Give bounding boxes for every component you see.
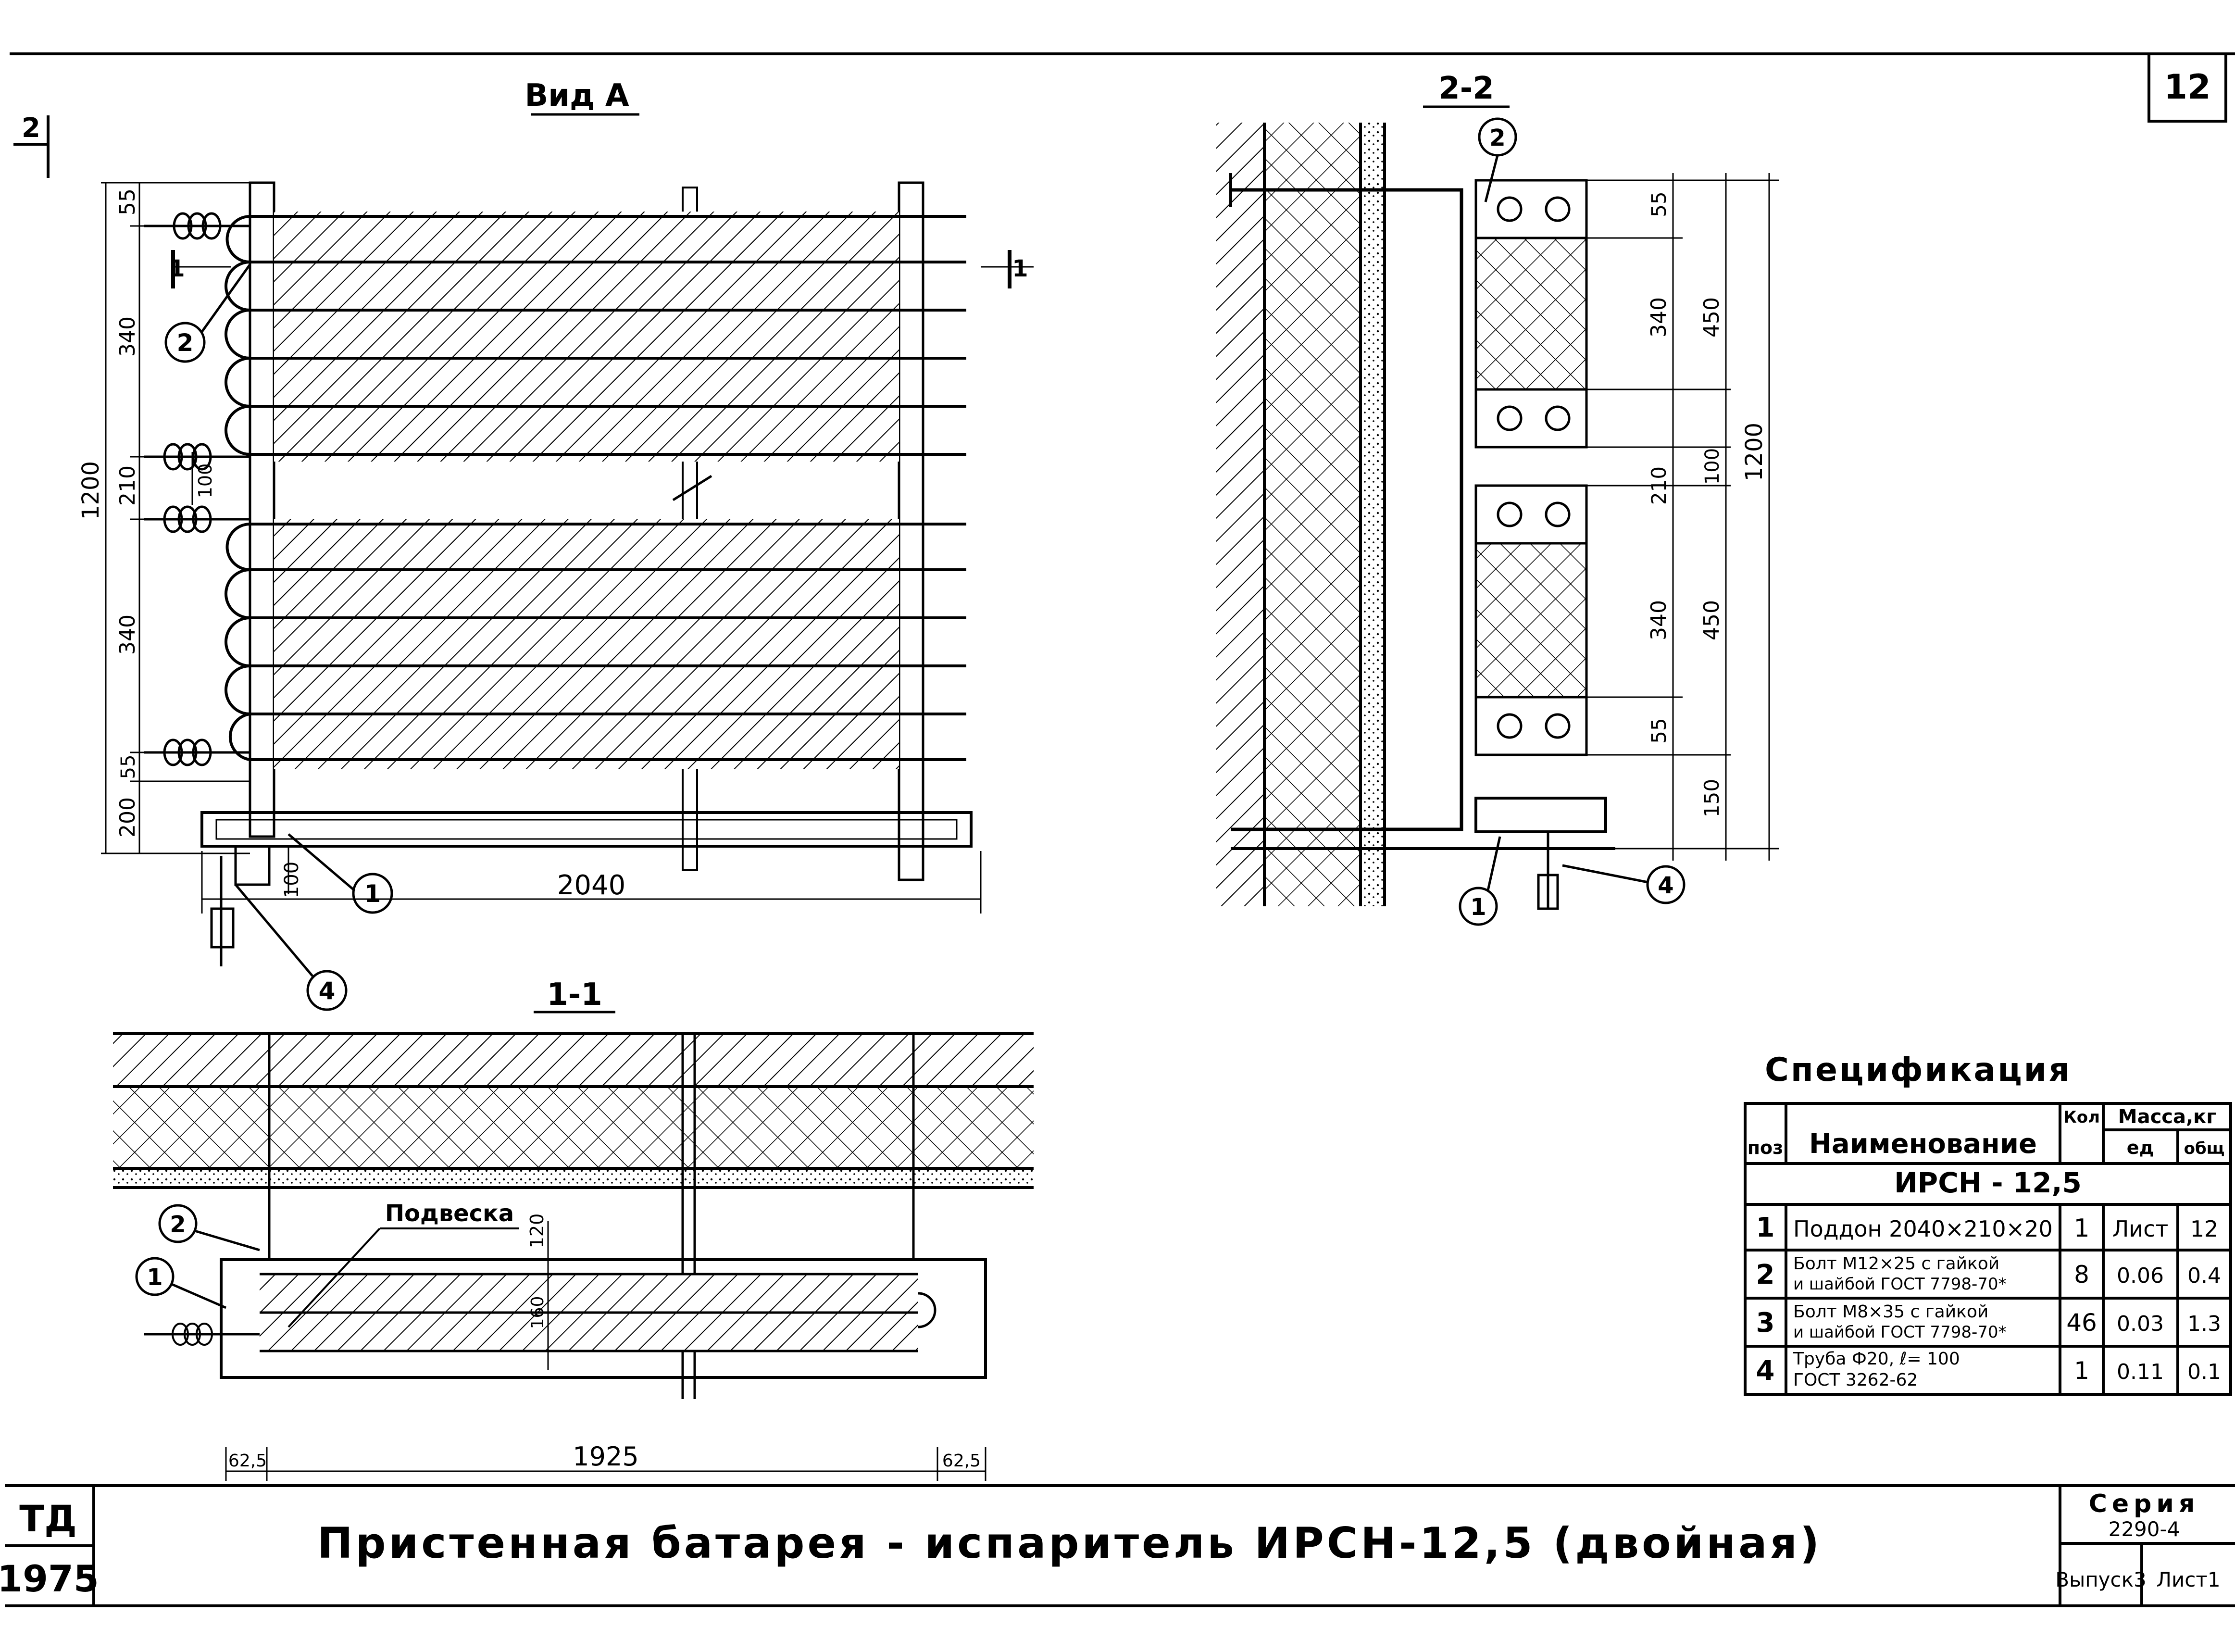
dim-22-55a: 55 bbox=[1647, 191, 1671, 217]
spec-row-4-total: 0.1 bbox=[2187, 1360, 2221, 1384]
spec-row: 3 Болт М8×35 с гайкой и шайбой ГОСТ 7798… bbox=[1756, 1302, 2221, 1342]
callout-2-label: 2 bbox=[177, 329, 194, 357]
spec-title: Спецификация bbox=[1765, 1051, 2072, 1089]
spec-row-2-name2: и шайбой ГОСТ 7798-70* bbox=[1793, 1275, 2007, 1294]
list-label: Лист1 bbox=[2156, 1568, 2220, 1591]
view-a-section-mark: 2 bbox=[22, 113, 40, 144]
issue-label: Выпуск3 bbox=[2055, 1568, 2146, 1591]
callout-1-label: 1 bbox=[364, 880, 381, 908]
dim-a-200: 200 bbox=[115, 797, 140, 838]
dim-22-100: 100 bbox=[1701, 448, 1723, 485]
dim-11-625b: 62,5 bbox=[942, 1451, 981, 1471]
clamp-blocks bbox=[1474, 179, 1588, 756]
dim-11-160: 160 bbox=[528, 1296, 548, 1329]
spec-group: ИРСН - 12,5 bbox=[1894, 1166, 2082, 1199]
callout-22-2-label: 2 bbox=[1489, 125, 1505, 151]
drawing-title: Пристенная батарея - испаритель ИРСН-12,… bbox=[317, 1518, 1822, 1568]
dim-22-1200: 1200 bbox=[1741, 423, 1768, 481]
dim-a-2040: 2040 bbox=[557, 870, 626, 901]
hanger-label: Подвеска bbox=[385, 1200, 514, 1227]
spec-row-4-name2: ГОСТ 3262-62 bbox=[1793, 1370, 1918, 1390]
section-2-2: 2-2 bbox=[1216, 71, 1779, 926]
dim-a-55b: 55 bbox=[117, 755, 139, 779]
dim-11-120: 120 bbox=[526, 1214, 548, 1249]
spec-row-3-total: 1.3 bbox=[2187, 1312, 2221, 1336]
lower-fin-block bbox=[250, 519, 966, 769]
spec-row-4-name1: Труба Ф20, ℓ= 100 bbox=[1793, 1349, 1960, 1369]
dim-11-625a: 62,5 bbox=[228, 1451, 267, 1471]
spec-row-2-qty: 8 bbox=[2074, 1261, 2089, 1289]
section-11-title: 1-1 bbox=[547, 977, 602, 1013]
spec-table: Спецификация bbox=[1744, 1051, 2232, 1396]
dim-a-1200: 1200 bbox=[77, 461, 104, 520]
dim-11-1925: 1925 bbox=[573, 1441, 638, 1472]
cut-mark-left: 1 bbox=[169, 255, 185, 282]
spec-row: 4 Труба Ф20, ℓ= 100 ГОСТ 3262-62 1 0.11 … bbox=[1756, 1349, 2221, 1390]
spec-header-total: общ bbox=[2184, 1139, 2225, 1158]
callout-11-2-label: 2 bbox=[170, 1211, 186, 1238]
spec-row-1-pos: 1 bbox=[1756, 1212, 1775, 1243]
view-a-title: Вид А bbox=[524, 78, 629, 113]
section-22-dimensions bbox=[1586, 173, 1779, 861]
dim-22-210: 210 bbox=[1647, 466, 1671, 505]
spec-row-2-name1: Болт М12×25 с гайкой bbox=[1793, 1254, 1999, 1274]
section-11-dimensions bbox=[225, 1221, 986, 1481]
dim-22-450b: 450 bbox=[1699, 600, 1724, 640]
spec-row-1-name: Поддон 2040×210×20 bbox=[1793, 1216, 2053, 1242]
spec-row-4-unit: 0.11 bbox=[2117, 1360, 2164, 1384]
callout-22-4-label: 4 bbox=[1658, 872, 1673, 899]
cut-mark-right: 1 bbox=[1012, 255, 1028, 282]
return-bends bbox=[225, 215, 250, 761]
spec-header-pos: поз bbox=[1748, 1137, 1783, 1158]
upper-fin-block bbox=[250, 212, 966, 462]
dim-a-100a: 100 bbox=[195, 463, 216, 499]
spec-row-3-unit: 0.03 bbox=[2117, 1312, 2164, 1336]
spec-row-3-name1: Болт М8×35 с гайкой bbox=[1793, 1302, 1988, 1322]
spec-row-1-qty: 1 bbox=[2073, 1214, 2089, 1243]
dim-22-340a: 340 bbox=[1647, 297, 1671, 338]
callout-22-1-label: 1 bbox=[1470, 894, 1486, 921]
sheet-number: 12 bbox=[2164, 67, 2210, 107]
spec-row-4-qty: 1 bbox=[2074, 1357, 2089, 1385]
year-label: 1975 bbox=[0, 1557, 99, 1600]
view-a: Вид А 2 bbox=[13, 78, 1034, 1011]
section-22-callouts bbox=[1459, 117, 1686, 926]
spec-header-mass: Масса,кг bbox=[2118, 1106, 2216, 1128]
dim-a-340b: 340 bbox=[115, 614, 140, 655]
spec-row-3-name2: и шайбой ГОСТ 7798-70* bbox=[1793, 1323, 2007, 1342]
callout-11-1-label: 1 bbox=[147, 1264, 162, 1291]
dim-22-340b: 340 bbox=[1647, 600, 1671, 640]
spec-header-unit: ед bbox=[2127, 1137, 2154, 1158]
spec-row-1-total: 12 bbox=[2190, 1216, 2219, 1242]
spec-row: 1 Поддон 2040×210×20 1 Лист 12 bbox=[1756, 1212, 2219, 1243]
dim-22-150: 150 bbox=[1700, 779, 1723, 817]
callout-4-label: 4 bbox=[319, 977, 336, 1005]
series-label: Серия bbox=[2089, 1489, 2199, 1518]
spec-row-2-unit: 0.06 bbox=[2117, 1264, 2164, 1288]
spec-row: 2 Болт М12×25 с гайкой и шайбой ГОСТ 779… bbox=[1756, 1254, 2221, 1294]
spec-row-2-total: 0.4 bbox=[2187, 1264, 2221, 1288]
spec-row-2-pos: 2 bbox=[1756, 1259, 1775, 1290]
section-1-1: 1-1 bbox=[113, 977, 1034, 1481]
spec-header-name: Наименование bbox=[1809, 1128, 2037, 1160]
td-label: ТД bbox=[19, 1497, 77, 1540]
series-value: 2290-4 bbox=[2109, 1517, 2180, 1541]
dim-a-340a: 340 bbox=[115, 316, 140, 357]
spec-row-3-qty: 46 bbox=[2066, 1309, 2097, 1337]
dim-a-55a: 55 bbox=[115, 188, 140, 215]
dim-22-450a: 450 bbox=[1699, 297, 1724, 338]
spec-row-3-pos: 3 bbox=[1756, 1307, 1775, 1339]
spec-row-1-unit: Лист bbox=[2112, 1216, 2169, 1242]
section-11-callouts bbox=[135, 1204, 260, 1309]
spec-row-4-pos: 4 bbox=[1756, 1355, 1775, 1387]
spec-header-qty: Кол bbox=[2063, 1108, 2100, 1127]
view-a-callouts bbox=[164, 263, 393, 1011]
dim-a-210: 210 bbox=[115, 465, 140, 506]
dim-22-55b: 55 bbox=[1647, 718, 1671, 743]
view-a-dimensions bbox=[101, 182, 1034, 914]
section-22-title: 2-2 bbox=[1438, 71, 1494, 106]
dim-a-100b: 100 bbox=[281, 862, 303, 898]
sheet-frame bbox=[5, 52, 2235, 1607]
